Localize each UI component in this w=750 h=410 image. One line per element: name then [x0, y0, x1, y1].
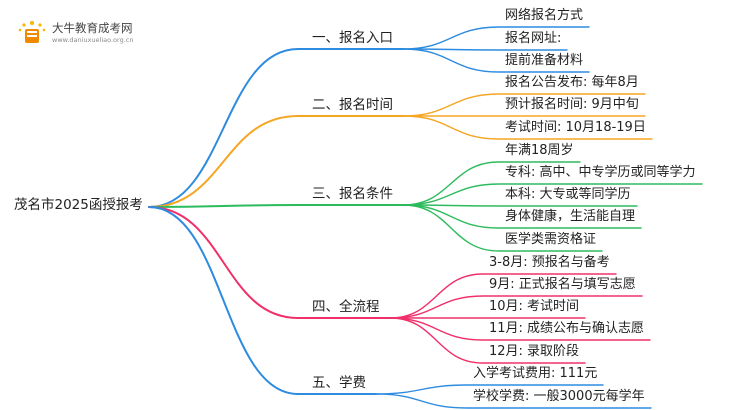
branch-connector	[148, 206, 377, 395]
leaf-expected-registration: 预计报名时间: 9月中旬	[505, 97, 639, 112]
branch-full-process: 四、全流程	[312, 299, 380, 315]
leaf-age-requirement: 年满18周岁	[505, 143, 574, 158]
leaf-connector	[402, 161, 581, 206]
leaf-connector	[375, 393, 652, 409]
root-node: 茂名市2025函授报考	[14, 197, 143, 213]
leaf-connector	[402, 93, 646, 117]
leaf-pre-registration: 3-8月: 预报名与备考	[489, 255, 610, 270]
leaf-exam-fee: 入学考试费用: 111元	[473, 366, 598, 381]
leaf-connector	[389, 273, 617, 319]
leaf-online-registration: 网络报名方式	[505, 8, 584, 23]
leaf-connector	[402, 204, 603, 252]
leaf-connector	[389, 317, 586, 364]
leaf-associate-requirement: 专科: 高中、中专学历或同等学力	[505, 165, 696, 180]
leaf-connector	[402, 204, 638, 207]
branch-registration-time: 二、报名时间	[312, 97, 393, 113]
leaf-exam-month: 10月: 考试时间	[489, 299, 580, 314]
branch-tuition: 五、学费	[312, 375, 366, 391]
branch-registration-conditions: 三、报名条件	[312, 186, 393, 202]
book-icon	[18, 21, 46, 43]
branch-connector	[148, 48, 404, 208]
leaf-score-release: 11月: 成绩公布与确认志愿	[489, 321, 645, 336]
leaf-connector	[375, 384, 604, 395]
leaf-connector	[402, 48, 590, 73]
leaf-connector	[389, 295, 643, 319]
leaf-registration-url: 报名网址:	[505, 31, 562, 46]
leaf-school-tuition: 学校学费: 一般3000元每学年	[473, 389, 645, 404]
leaf-admission-stage: 12月: 录取阶段	[489, 344, 580, 359]
branch-connector	[148, 115, 404, 208]
leaf-medical-certificate: 医学类需资格证	[505, 232, 597, 247]
leaf-connector	[402, 26, 590, 50]
leaf-prepare-materials: 提前准备材料	[505, 53, 584, 68]
leaf-connector	[402, 48, 568, 51]
logo-url: www.daniuxueliao.org.cn	[52, 36, 134, 44]
leaf-bachelor-requirement: 本科: 大专或等同学历	[505, 187, 631, 202]
leaf-announcement-date: 报名公告发布: 每年8月	[505, 75, 639, 90]
leaf-connector	[402, 183, 703, 206]
branch-registration-entry: 一、报名入口	[312, 30, 393, 46]
branch-connector	[148, 206, 391, 319]
branch-connector	[148, 204, 404, 208]
leaf-connector	[402, 204, 642, 229]
leaf-health-requirement: 身体健康，生活能自理	[505, 209, 636, 224]
leaf-connector	[402, 115, 653, 140]
site-logo: 大牛教育成考网 www.daniuxueliao.org.cn	[16, 16, 146, 46]
leaf-connector	[389, 317, 651, 341]
leaf-exam-date: 考试时间: 10月18-19日	[505, 120, 646, 135]
leaf-formal-registration: 9月: 正式报名与填写志愿	[489, 277, 636, 292]
logo-title: 大牛教育成考网	[52, 21, 133, 35]
